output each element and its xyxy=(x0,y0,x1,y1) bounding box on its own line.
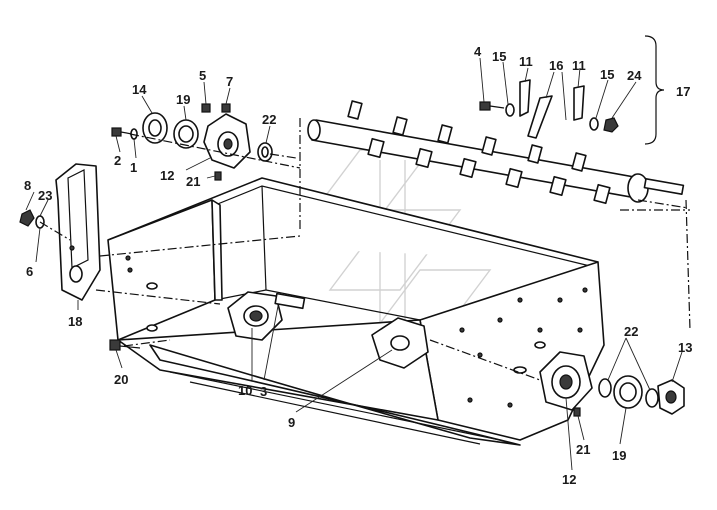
callout-15b: 15 xyxy=(600,67,614,82)
callout-24: 24 xyxy=(627,68,642,83)
washer-15-right xyxy=(589,117,599,131)
nipple-21-right xyxy=(573,407,581,417)
beater-shaft-assembly xyxy=(307,79,685,205)
callout-12b: 12 xyxy=(562,472,576,487)
callout-2: 2 xyxy=(114,153,121,168)
callout-11a: 11 xyxy=(519,54,533,69)
callout-12a: 12 xyxy=(160,168,174,183)
callout-19b: 19 xyxy=(612,448,626,463)
shaft-paddles xyxy=(347,100,611,205)
arm-11-right xyxy=(573,85,585,121)
callout-4: 4 xyxy=(474,44,482,59)
bolt-2 xyxy=(111,127,122,137)
ring-22-right-b xyxy=(645,388,659,408)
callout-23: 23 xyxy=(38,188,52,203)
bolt-7 xyxy=(221,103,231,113)
callout-15a: 15 xyxy=(492,49,506,64)
callout-21b: 21 xyxy=(576,442,590,457)
callout-3: 3 xyxy=(260,384,267,399)
nut-24 xyxy=(603,117,619,133)
callout-22a: 22 xyxy=(262,112,276,127)
callout-8: 8 xyxy=(24,178,31,193)
panel-holes xyxy=(125,255,588,408)
callouts: 4 15 11 16 11 15 24 17 5 7 14 19 22 2 1 … xyxy=(24,44,692,487)
callout-18: 18 xyxy=(68,314,82,329)
arm-11-left xyxy=(519,79,531,117)
callout-10: 10 xyxy=(238,383,252,398)
leader-lines xyxy=(25,57,683,471)
callout-5: 5 xyxy=(199,68,206,83)
nipple-21-left xyxy=(214,171,222,181)
bolt-5 xyxy=(201,103,211,113)
callout-16: 16 xyxy=(549,58,563,73)
callout-21a: 21 xyxy=(186,174,200,189)
callout-7: 7 xyxy=(226,74,233,89)
housing-frame xyxy=(107,177,605,446)
callout-17: 17 xyxy=(676,84,690,99)
ring-22-right-a xyxy=(598,378,612,398)
callout-11b: 11 xyxy=(572,58,586,73)
callout-1: 1 xyxy=(130,160,137,175)
callout-19a: 19 xyxy=(176,92,190,107)
callout-22b: 22 xyxy=(624,324,638,339)
bolt-4 xyxy=(479,101,491,111)
bolt-20 xyxy=(109,339,141,351)
callout-20: 20 xyxy=(114,372,128,387)
callout-14: 14 xyxy=(132,82,147,97)
callout-6: 6 xyxy=(26,264,33,279)
right-bearing-group xyxy=(539,351,685,417)
washer-15-left xyxy=(505,103,515,117)
callout-9: 9 xyxy=(288,415,295,430)
assembly-centerlines xyxy=(39,118,691,381)
nut-8 xyxy=(19,209,35,227)
bracket-17 xyxy=(644,35,665,145)
arm-16 xyxy=(527,95,553,139)
side-plate-18 xyxy=(19,163,101,301)
callout-13: 13 xyxy=(678,340,692,355)
